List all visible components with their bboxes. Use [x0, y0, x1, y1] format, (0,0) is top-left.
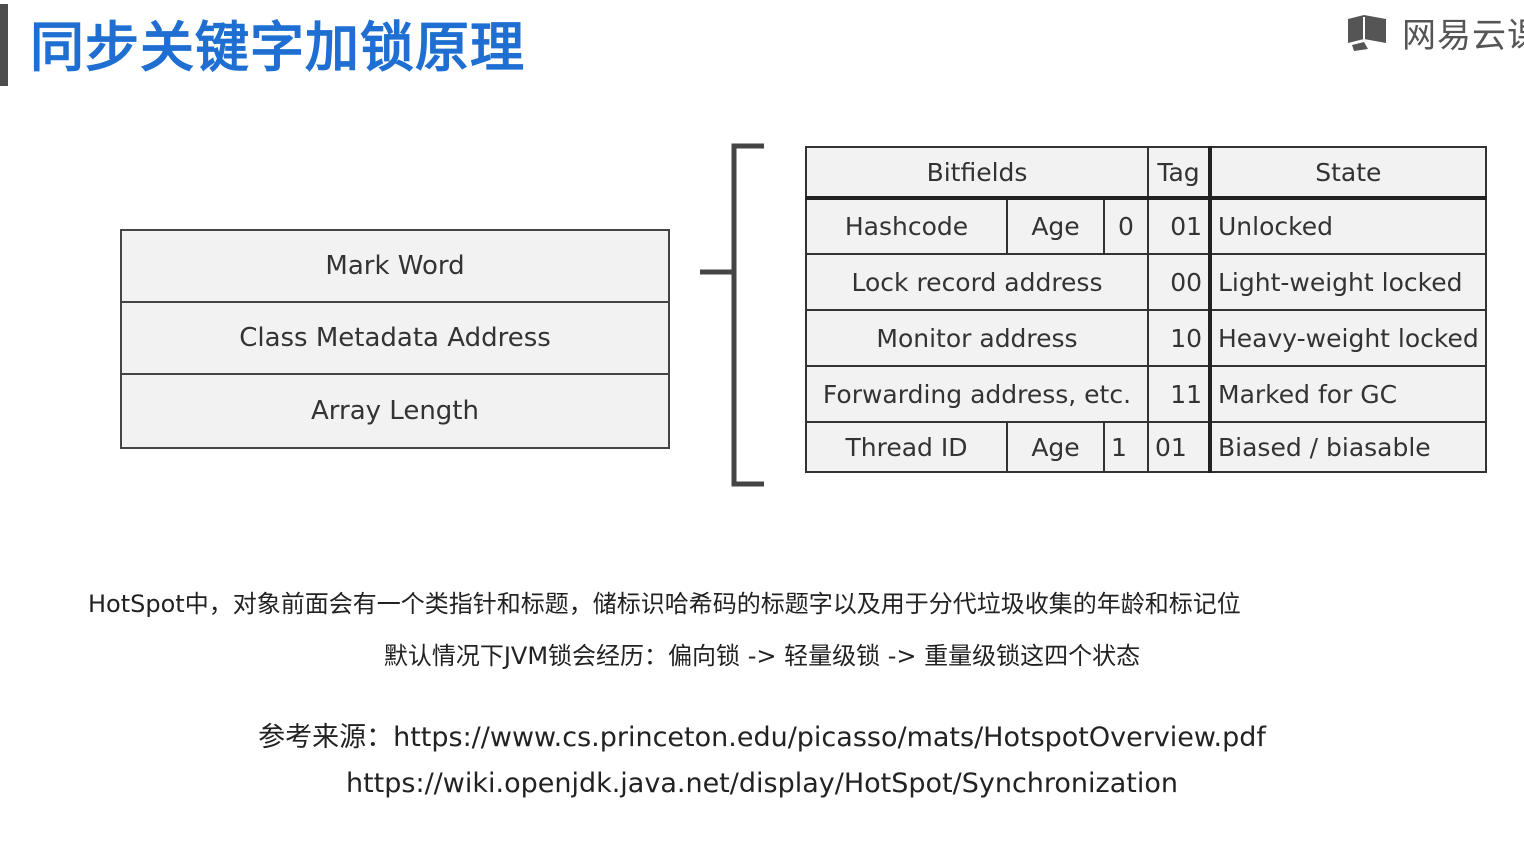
cell-lock-record: Lock record address: [805, 253, 1149, 311]
reference-link-2: https://wiki.openjdk.java.net/display/Ho…: [345, 768, 1178, 799]
object-layout-row: Array Length: [122, 373, 668, 447]
object-layout-row: Class Metadata Address: [122, 301, 668, 373]
object-header-layout: Mark Word Class Metadata Address Array L…: [120, 229, 670, 449]
cell-forwarding-address: Forwarding address, etc.: [805, 365, 1149, 423]
cell-age: Age: [1006, 421, 1105, 473]
cell-state: Heavy-weight locked: [1208, 309, 1487, 367]
table-row: Lock record address 00 Light-weight lock…: [805, 253, 1487, 311]
description-line-2: 默认情况下JVM锁会经历：偏向锁 -> 轻量级锁 -> 重量级锁这四个状态: [383, 642, 1141, 670]
mark-word-bitfield-table: Bitfields Tag State Hashcode Age 0 01 Un…: [805, 146, 1487, 473]
object-layout-row: Mark Word: [325, 251, 465, 281]
cell-tag: 11: [1147, 365, 1211, 423]
header-tag: Tag: [1147, 146, 1211, 200]
cell-biased-bit: 1: [1103, 421, 1149, 473]
cell-state: Unlocked: [1208, 197, 1487, 255]
cell-age: Age: [1006, 197, 1105, 255]
description-line-1: HotSpot中，对象前面会有一个类指针和标题，储标识哈希码的标题字以及用于分代…: [88, 590, 1241, 618]
slide-title: 同步关键字加锁原理: [30, 16, 525, 79]
table-row: Monitor address 10 Heavy-weight locked: [805, 309, 1487, 367]
cell-tag: 10: [1147, 309, 1211, 367]
header-state: State: [1208, 146, 1487, 200]
expand-brace-icon: [700, 143, 764, 487]
cloud-classroom-icon: [1348, 14, 1386, 51]
cell-state: Light-weight locked: [1208, 253, 1487, 311]
cell-thread-id: Thread ID: [805, 421, 1008, 473]
title-accent-bar: [0, 4, 8, 86]
table-row: Hashcode Age 0 01 Unlocked: [805, 197, 1487, 255]
cell-monitor-address: Monitor address: [805, 309, 1149, 367]
cell-biased-bit: 0: [1103, 197, 1149, 255]
reference-link-1: 参考来源：https://www.cs.princeton.edu/picass…: [258, 722, 1266, 753]
brand-logo: 网易云课: [1346, 8, 1524, 57]
cell-tag: 01: [1147, 197, 1211, 255]
brand-logo-text: 网易云课: [1402, 16, 1524, 56]
cell-state: Biased / biasable: [1208, 421, 1487, 473]
cell-hashcode: Hashcode: [805, 197, 1008, 255]
header-bitfields: Bitfields: [805, 146, 1149, 200]
cell-tag: 00: [1147, 253, 1211, 311]
table-row: Thread ID Age 1 01 Biased / biasable: [805, 421, 1487, 473]
cell-tag: 01: [1147, 421, 1211, 473]
cell-state: Marked for GC: [1208, 365, 1487, 423]
table-row: Forwarding address, etc. 11 Marked for G…: [805, 365, 1487, 423]
